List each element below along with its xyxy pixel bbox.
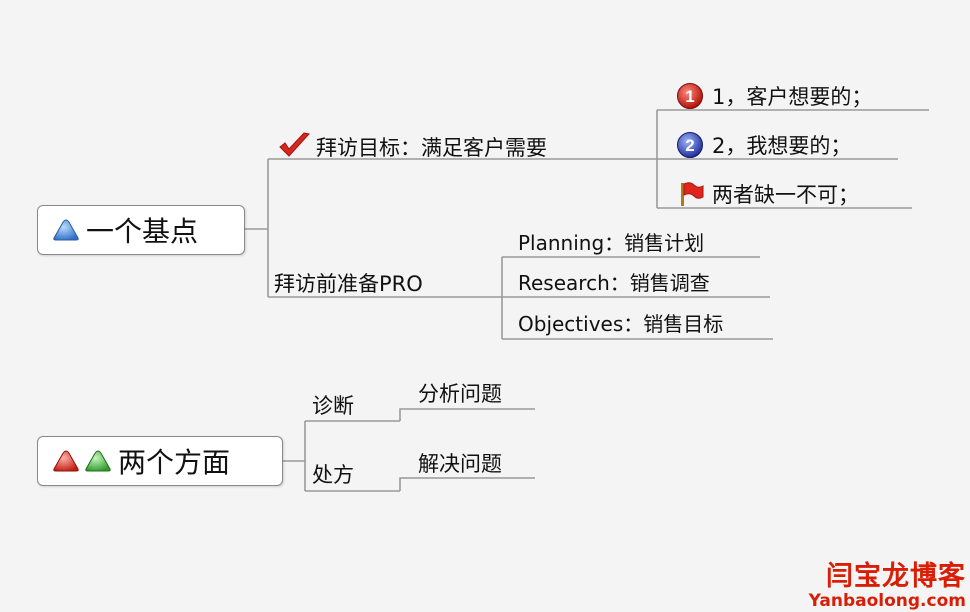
leaf-analyze-problem[interactable]: 分析问题 bbox=[418, 381, 502, 407]
leaf-label: 解决问题 bbox=[418, 452, 502, 476]
branch-prescription[interactable]: 处方 bbox=[312, 462, 354, 488]
leaf-label: 1，客户想要的； bbox=[712, 85, 873, 109]
leaf-objectives[interactable]: Objectives：销售目标 bbox=[518, 311, 723, 337]
leaf-label: Research：销售调查 bbox=[518, 271, 710, 295]
root-label: 两个方面 bbox=[118, 446, 231, 479]
leaf-label: Objectives：销售目标 bbox=[518, 312, 724, 336]
leaf-label: 2，我想要的； bbox=[712, 134, 852, 158]
leaf-customer-wants[interactable]: 1 1，客户想要的； bbox=[676, 82, 872, 110]
root-node-two-aspects[interactable]: 两个方面 bbox=[37, 436, 283, 486]
leaf-both-required[interactable]: 两者缺一不可； bbox=[676, 180, 859, 208]
leaf-label: Planning：销售计划 bbox=[518, 231, 705, 255]
root-label: 一个基点 bbox=[86, 215, 199, 248]
root-node-one-base[interactable]: 一个基点 bbox=[37, 205, 245, 255]
watermark-title: 闫宝龙博客 bbox=[826, 561, 966, 592]
branch-label: 诊断 bbox=[312, 394, 354, 418]
svg-text:1: 1 bbox=[685, 87, 694, 106]
branch-label: 处方 bbox=[312, 463, 354, 487]
leaf-i-want[interactable]: 2 2，我想要的； bbox=[676, 131, 851, 159]
green-triangle-icon bbox=[85, 450, 111, 472]
branch-diagnosis[interactable]: 诊断 bbox=[312, 393, 354, 419]
branch-visit-goal[interactable]: 拜访目标：满足客户需要 bbox=[276, 131, 547, 161]
branch-visit-prep[interactable]: 拜访前准备PRO bbox=[274, 271, 423, 297]
red-flag-icon bbox=[681, 182, 704, 206]
priority-2-icon: 2 bbox=[677, 132, 703, 158]
leaf-label: 分析问题 bbox=[418, 382, 502, 406]
leaf-research[interactable]: Research：销售调查 bbox=[518, 270, 710, 296]
branch-label: 拜访前准备PRO bbox=[274, 272, 423, 296]
branch-label: 拜访目标：满足客户需要 bbox=[316, 136, 547, 160]
blue-triangle-icon bbox=[53, 219, 79, 241]
leaf-label: 两者缺一不可； bbox=[712, 183, 859, 207]
priority-1-icon: 1 bbox=[677, 83, 703, 109]
leaf-planning[interactable]: Planning：销售计划 bbox=[518, 230, 704, 256]
svg-text:2: 2 bbox=[685, 136, 694, 155]
leaf-solve-problem[interactable]: 解决问题 bbox=[418, 451, 502, 477]
red-triangle-icon bbox=[53, 450, 79, 472]
watermark: 闫宝龙博客 Yanbaolong.com bbox=[808, 561, 966, 611]
red-checkmark-icon bbox=[279, 132, 310, 157]
watermark-url: Yanbaolong.com bbox=[808, 591, 966, 611]
